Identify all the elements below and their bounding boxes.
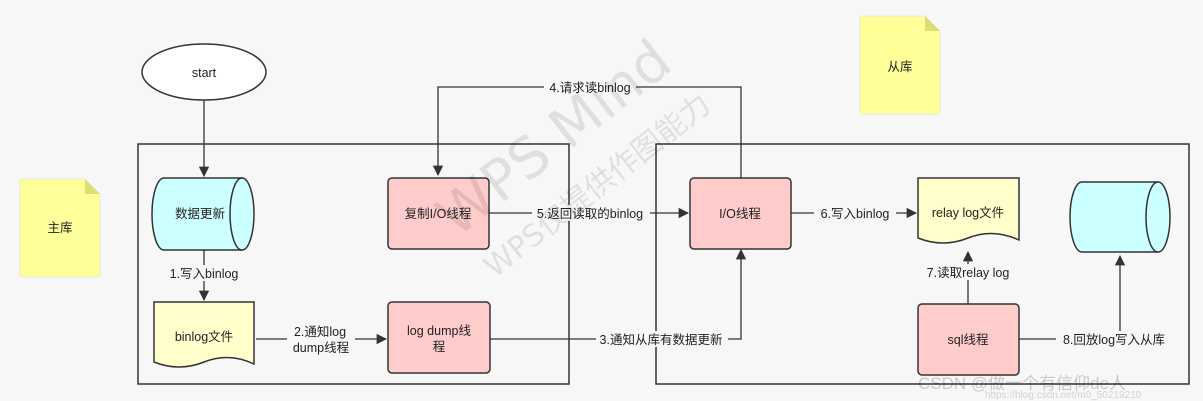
slave-note: 从库 — [859, 15, 941, 115]
log-dump-thread-node: log dump线 程 — [387, 301, 491, 374]
edge-8 — [1019, 254, 1126, 340]
svg-text:5.返回读取的binlog: 5.返回读取的binlog — [537, 206, 643, 221]
slave-db-node — [1069, 181, 1171, 253]
svg-text:relay log文件: relay log文件 — [932, 205, 1004, 220]
svg-text:sql线程: sql线程 — [948, 332, 989, 347]
io-thread-node: I/O线程 — [689, 177, 792, 250]
svg-text:binlog文件: binlog文件 — [175, 329, 233, 344]
svg-text:7.读取relay log: 7.读取relay log — [927, 266, 1010, 280]
master-container — [137, 143, 570, 385]
edge-3 — [490, 248, 747, 340]
master-note-label: 主库 — [47, 220, 72, 235]
master-note: 主库 — [19, 178, 101, 278]
svg-text:程: 程 — [433, 339, 446, 354]
svg-text:log dump线: log dump线 — [407, 324, 471, 338]
edge-2-label: 2.通知log dump线程 — [287, 323, 355, 357]
start-node: start — [141, 43, 267, 101]
edge-7-label: 7.读取relay log — [920, 264, 1016, 280]
sql-thread-node: sql线程 — [917, 303, 1020, 376]
edge-6-label: 6.写入binlog — [814, 205, 896, 221]
url-watermark: https://blog.csdn.net/m0_50219210 — [985, 390, 1142, 401]
data-update-node: 数据更新 — [151, 177, 255, 251]
edge-5-label: 5.返回读取的binlog — [532, 205, 650, 221]
svg-text:复制I/O线程: 复制I/O线程 — [405, 206, 472, 221]
copy-io-thread-node: 复制I/O线程 — [387, 177, 490, 250]
edge-3-label: 3.通知从库有数据更新 — [596, 331, 728, 347]
edge-8-label: 8.回放log写入从库 — [1056, 331, 1172, 347]
svg-text:4.请求读binlog: 4.请求读binlog — [549, 81, 630, 95]
relay-log-file-node: relay log文件 — [917, 177, 1020, 244]
csdn-watermark: CSDN @做一个有信仰de人 — [918, 374, 1126, 393]
svg-text:2.通知log: 2.通知log — [294, 325, 346, 339]
slave-container — [655, 143, 1190, 385]
edge-4-label: 4.请求读binlog — [544, 79, 636, 95]
svg-text:dump线程: dump线程 — [293, 340, 350, 355]
svg-text:6.写入binlog: 6.写入binlog — [821, 207, 890, 221]
svg-text:3.通知从库有数据更新: 3.通知从库有数据更新 — [600, 332, 723, 347]
svg-text:I/O线程: I/O线程 — [719, 206, 761, 221]
svg-text:1.写入binlog: 1.写入binlog — [170, 267, 239, 281]
svg-text:数据更新: 数据更新 — [175, 206, 225, 221]
slave-note-label: 从库 — [887, 59, 912, 74]
edge-1-label: 1.写入binlog — [162, 265, 246, 281]
svg-text:start: start — [192, 66, 217, 80]
svg-text:8.回放log写入从库: 8.回放log写入从库 — [1063, 332, 1165, 347]
binlog-file-node: binlog文件 — [153, 301, 255, 368]
